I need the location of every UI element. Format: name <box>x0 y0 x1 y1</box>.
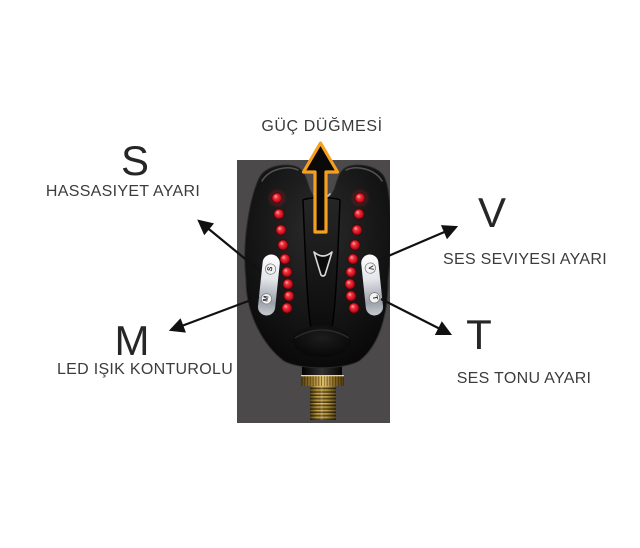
volume-dial-letter: V <box>366 265 374 271</box>
bite-alarm-device-illustration: S M V T <box>237 160 390 423</box>
bite-alarm-photo: S M V T <box>237 160 390 423</box>
speaker-dome <box>293 325 351 357</box>
callout-caption-volume: SES SEVIYESI AYARI <box>443 251 607 268</box>
led-column-right <box>344 192 366 314</box>
chrome-v-emblem <box>313 251 333 277</box>
sensitivity-dial-letter: S <box>267 266 275 272</box>
callout-letter-sound-tone: T <box>466 311 492 358</box>
sensitivity-dial <box>265 263 277 275</box>
led-mode-dial-letter: M <box>262 295 270 302</box>
arrow-sound-tone <box>380 298 453 336</box>
led-column-left <box>271 192 295 314</box>
callout-letter-led-light: M <box>114 317 150 364</box>
right-dial-panel: V T <box>360 253 384 317</box>
tone-dial <box>368 292 381 304</box>
led-mode-dial <box>260 293 272 305</box>
power-button-label: GÜÇ DÜĞMESİ <box>261 118 383 135</box>
callout-caption-sound-tone: SES TONU AYARI <box>456 370 592 387</box>
volume-dial <box>364 262 376 274</box>
callout-caption-led-light: LED IŞIK KONTUROLU <box>56 361 234 378</box>
callout-letter-sensitivity: S <box>120 137 150 184</box>
callout-caption-sensitivity: HASSASIYET AYARI <box>45 183 201 200</box>
left-dial-panel: S M <box>257 253 281 317</box>
callout-letter-volume: V <box>477 189 507 236</box>
tone-dial-letter: T <box>371 295 379 301</box>
